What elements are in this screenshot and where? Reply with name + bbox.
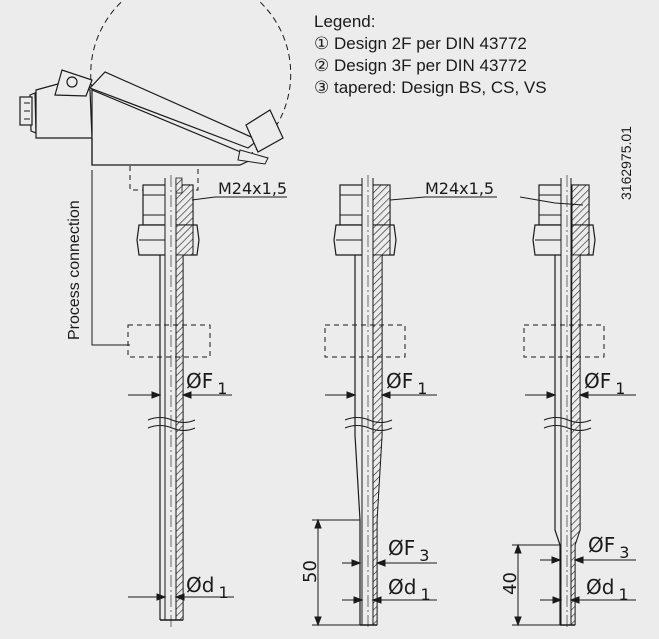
thread-label: M24x1,5 <box>425 179 494 198</box>
length-label-design-tapered: 40 <box>500 572 521 595</box>
legend-item-number: ② <box>314 56 330 75</box>
process-connection-label: Process connection <box>66 200 83 340</box>
d1-dimension-lines <box>128 593 636 604</box>
thermowell-design-3f <box>324 175 406 630</box>
legend-item-number: ③ <box>314 78 330 97</box>
legend-item-text: Design 3F per DIN 43772 <box>334 56 527 75</box>
connection-head <box>19 0 292 191</box>
drawing-id: 3162975.01 <box>618 126 634 200</box>
thread-label: M24x1,5 <box>218 179 287 198</box>
length-dimension-lines <box>312 518 560 627</box>
legend-title: Legend: <box>314 12 376 31</box>
thermowell-design-2f <box>127 175 211 630</box>
f1-dimension-lines <box>128 391 636 399</box>
thread-leaders <box>191 196 584 206</box>
legend-item-number: ① <box>314 34 330 53</box>
f3-dimension-lines <box>342 556 636 567</box>
legend-item-text: Design 2F per DIN 43772 <box>334 34 527 53</box>
process-connection-leader <box>91 170 130 346</box>
length-label-design-3f: 50 <box>300 560 321 583</box>
legend-item-text: tapered: Design BS, CS, VS <box>334 78 547 97</box>
thermowell-design-tapered <box>523 175 605 630</box>
